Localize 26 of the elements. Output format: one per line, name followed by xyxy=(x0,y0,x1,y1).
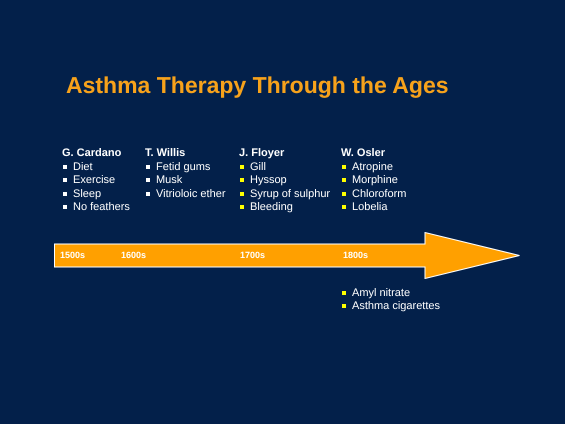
list-item: Gill xyxy=(250,160,266,173)
list-item: Chloroform xyxy=(352,188,406,200)
column-heading: J. Floyer xyxy=(239,147,286,160)
year-label: 1800s xyxy=(343,249,368,261)
list-item: Sleep xyxy=(73,188,102,200)
list-item: Amyl nitrate xyxy=(352,286,410,299)
list-item: Musk xyxy=(156,174,182,186)
list-item: Morphine xyxy=(352,174,398,186)
list-item: Fetid gums xyxy=(156,160,210,173)
list-item: Vitrioloic ether xyxy=(156,188,226,200)
list-item: Bleeding xyxy=(250,201,293,214)
slide-title: Asthma Therapy Through the Ages xyxy=(66,72,449,99)
list-item: Hyssop xyxy=(250,174,287,186)
column-heading: G. Cardano xyxy=(62,147,122,160)
year-label: 1700s xyxy=(240,249,266,261)
list-item: Asthma cigarettes xyxy=(352,300,440,312)
column-heading: W. Osler xyxy=(341,147,386,160)
list-item: Lobelia xyxy=(352,201,388,214)
list-item: Syrup of sulphur xyxy=(250,188,330,200)
year-label: 1500s xyxy=(60,249,86,261)
list-item: Exercise xyxy=(73,174,116,186)
list-item: Atropine xyxy=(352,160,393,173)
column-heading: T. Willis xyxy=(145,147,186,160)
list-item: No feathers xyxy=(73,201,130,214)
year-label: 1600s xyxy=(121,249,146,261)
list-item: Diet xyxy=(73,160,93,173)
